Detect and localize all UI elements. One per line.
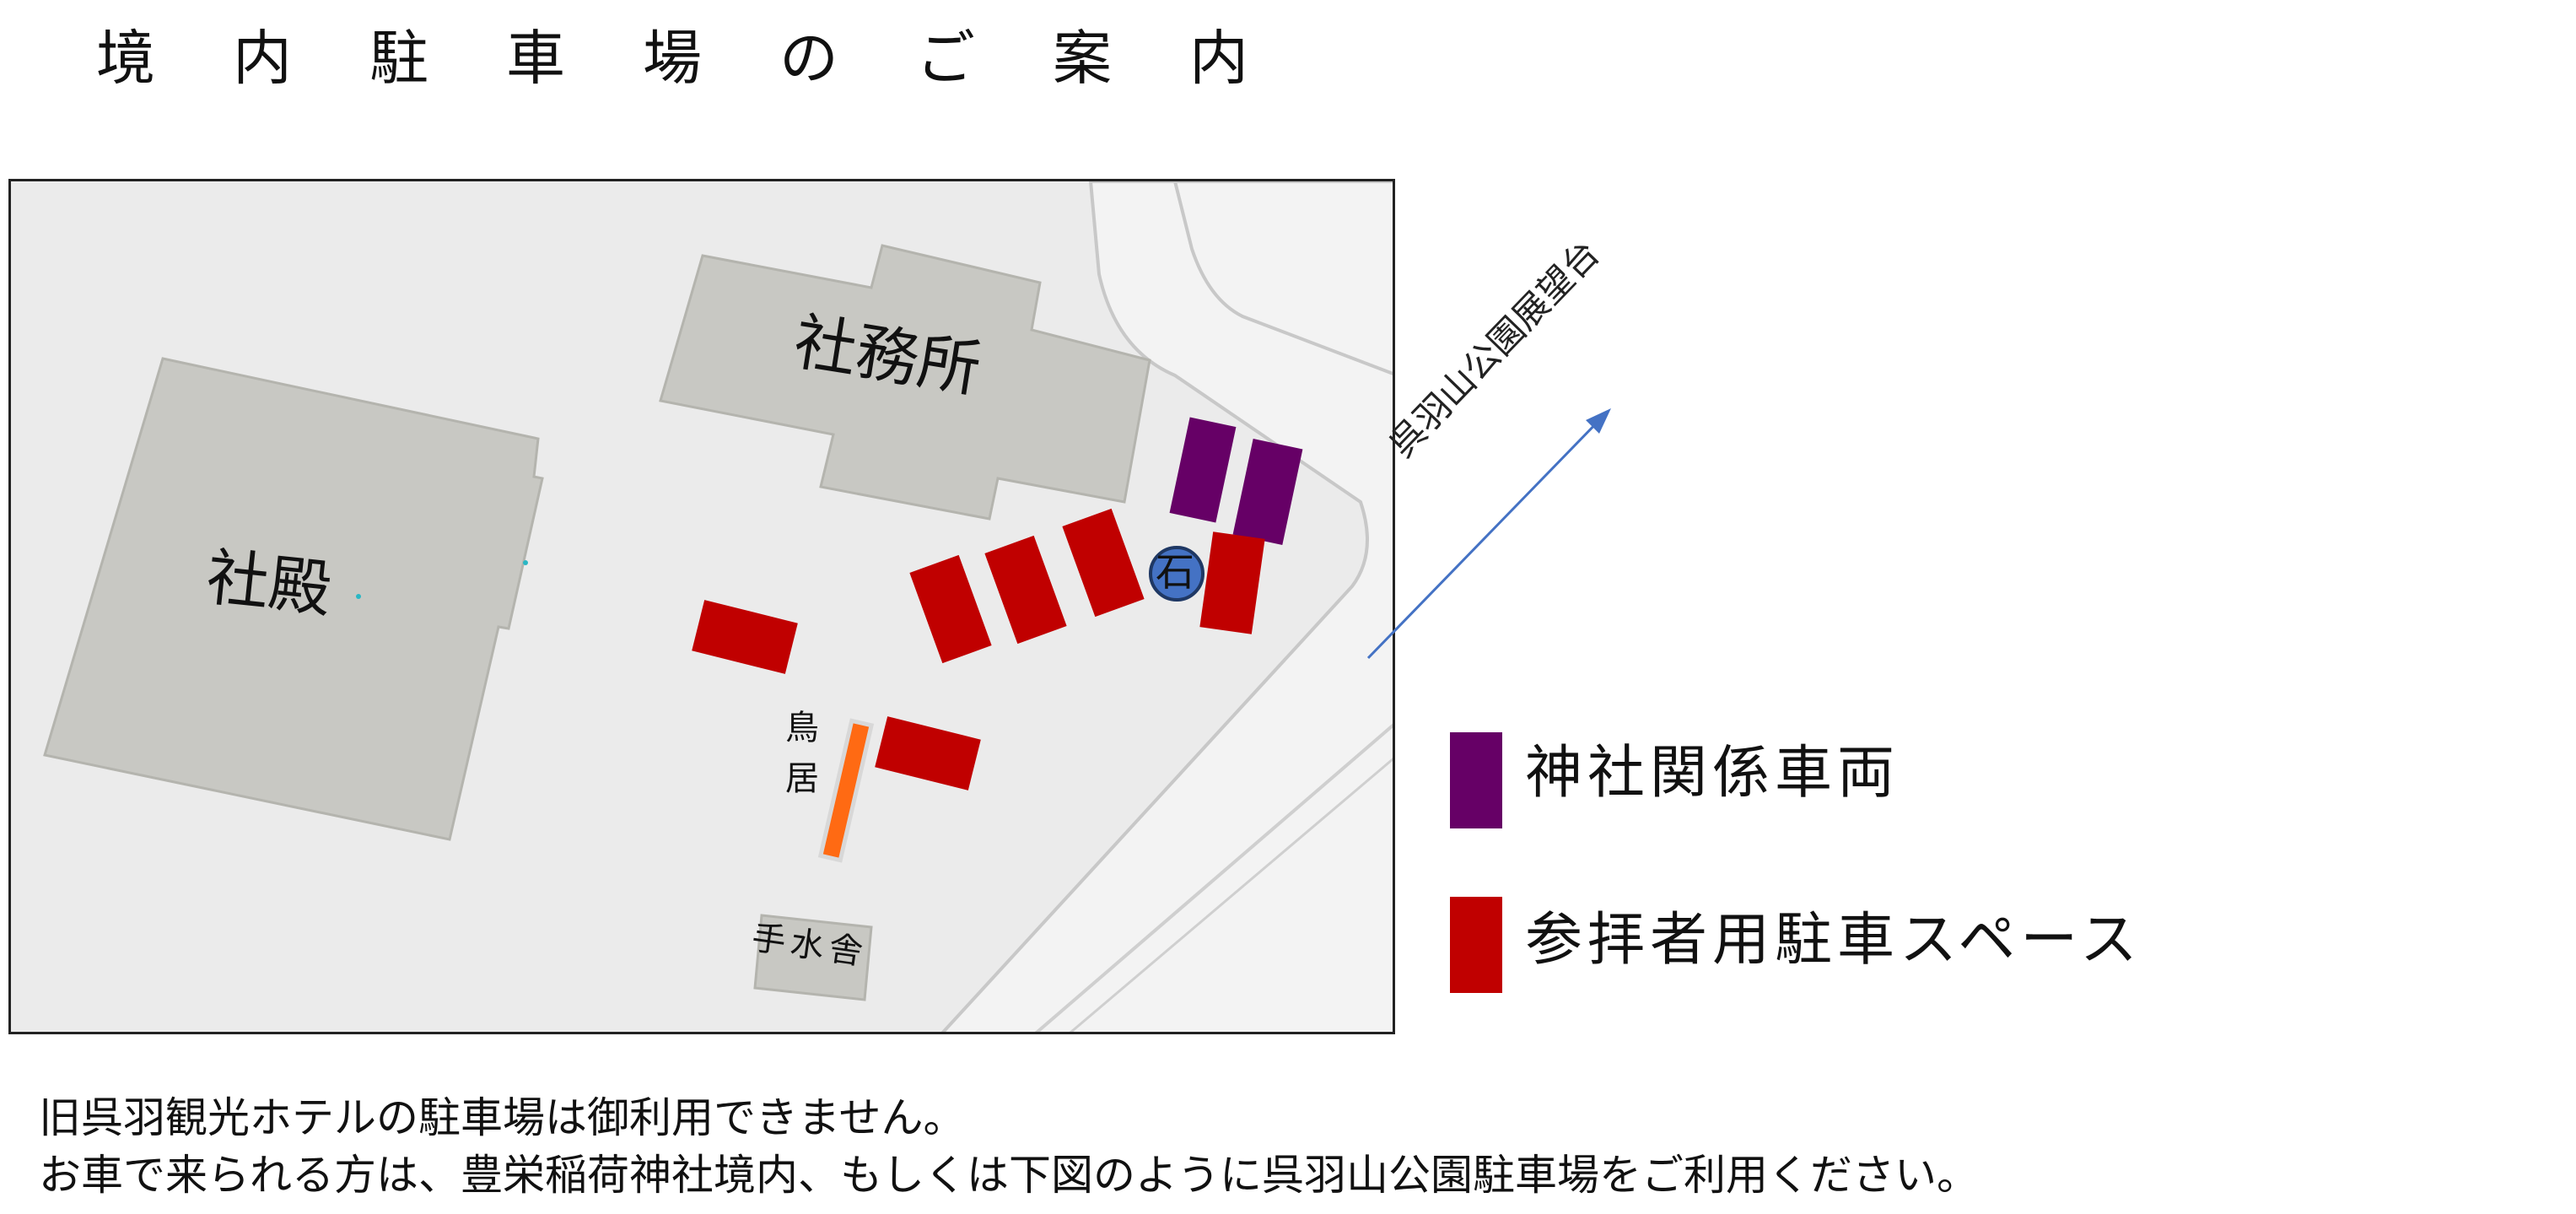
notice-line: お車で来られる方は、豊栄稲荷神社境内、もしくは下図のように呉羽山公園駐車場をご利… <box>39 1151 1979 1200</box>
purification-building <box>753 914 873 1001</box>
torii-label: 鳥 <box>785 709 819 747</box>
legend-label-visitor-parking: 参拝者用駐車スペース <box>1525 907 2142 974</box>
visitor-parking-space <box>875 716 981 790</box>
road-edge-line <box>1069 758 1393 1032</box>
main-hall-label: 社殿 <box>202 541 336 627</box>
notice-line: 旧呉羽観光ホテルの駐車場は御利用できません。 <box>39 1093 966 1142</box>
legend-label-shrine-vehicle: 神社関係車両 <box>1525 740 1900 807</box>
visitor-parking-space <box>1199 531 1265 634</box>
map-dot <box>356 594 361 599</box>
visitor-parking-space <box>692 600 798 674</box>
map-drawing <box>43 181 1393 1032</box>
map-dot <box>523 560 528 565</box>
visitor-parking-space <box>1062 508 1145 618</box>
shrine-vehicle-space <box>1232 439 1303 545</box>
page-title: 境内駐車場のご案内 <box>96 24 1326 93</box>
torii-label: 居 <box>785 759 819 798</box>
torii-gate <box>817 718 875 863</box>
shrine-vehicle-space <box>1169 417 1237 523</box>
direction-arrow-head <box>1586 408 1611 434</box>
direction-arrow <box>1366 408 1611 660</box>
road-edge-line <box>1034 723 1393 1032</box>
legend-swatch-visitor-parking <box>1450 897 1502 993</box>
parking-map: 社殿 社務所 鳥 居 手水舎 石 <box>8 179 1395 1034</box>
visitor-parking-space <box>909 554 992 664</box>
road-edge-line <box>1173 181 1393 375</box>
visitor-parking-space <box>984 535 1067 645</box>
legend-swatch-shrine-vehicle <box>1450 732 1502 828</box>
stone-label: 石 <box>1156 549 1194 595</box>
road <box>940 181 1393 1032</box>
office-building <box>659 244 1151 521</box>
direction-arrow-line <box>1366 415 1604 660</box>
stone-marker <box>1149 546 1204 602</box>
main-hall-building <box>43 357 544 841</box>
